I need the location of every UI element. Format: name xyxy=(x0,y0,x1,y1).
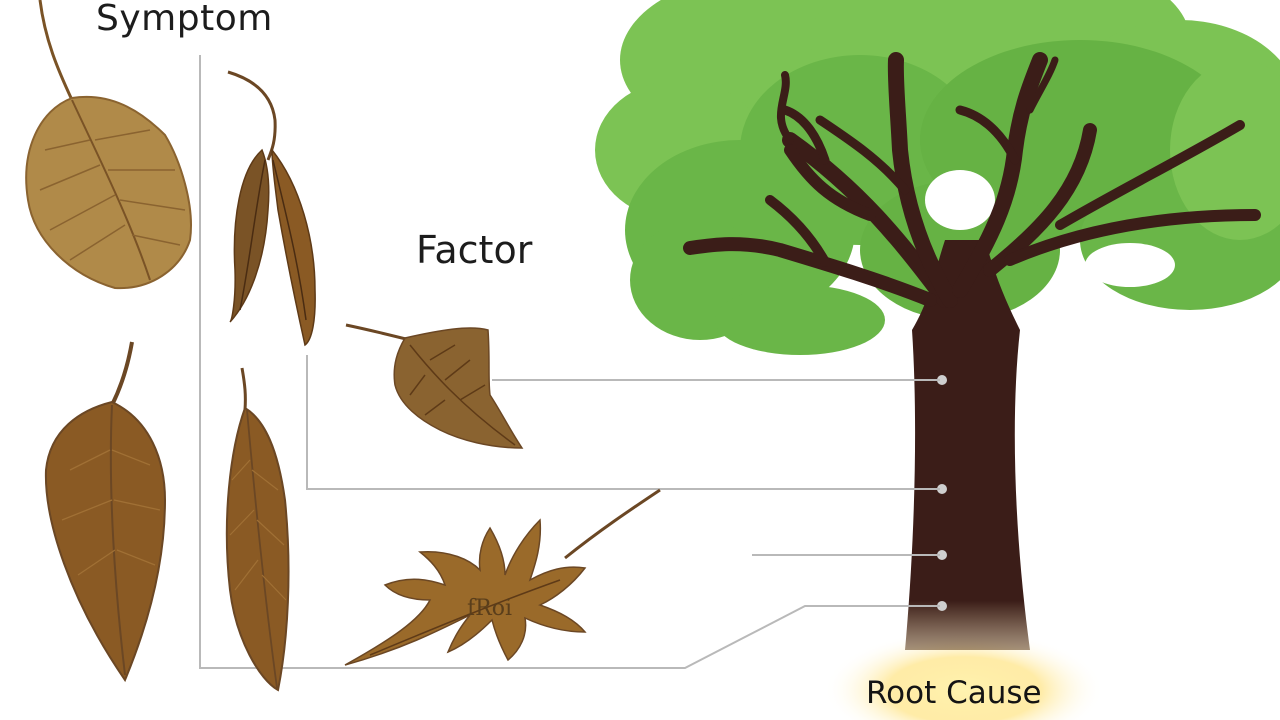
tree-icon xyxy=(595,0,1280,720)
tree-trunk xyxy=(683,52,1261,650)
leaf-text-label: fRoi xyxy=(467,596,512,621)
oak-leaf-icon xyxy=(44,341,167,683)
root-cause-label: Root Cause xyxy=(866,675,1042,711)
factor-connector-line xyxy=(306,355,940,490)
connector-lines xyxy=(199,55,940,669)
connector-dot xyxy=(937,375,947,385)
symptom-label: Symptom xyxy=(96,0,273,39)
root-cause-glow xyxy=(824,630,1104,720)
withered-leaf-icon xyxy=(227,70,316,347)
symptom-connector-line xyxy=(199,55,940,669)
leaf-icon xyxy=(25,0,192,290)
narrow-leaf-icon xyxy=(225,367,290,692)
crinkled-leaf-icon xyxy=(345,323,524,449)
factor-label: Factor xyxy=(416,228,533,272)
connector-dot xyxy=(937,601,947,611)
connector-dot xyxy=(937,550,947,560)
connector-dots xyxy=(937,375,947,611)
curled-leaf-icon xyxy=(344,488,661,666)
connector-dot xyxy=(937,484,947,494)
